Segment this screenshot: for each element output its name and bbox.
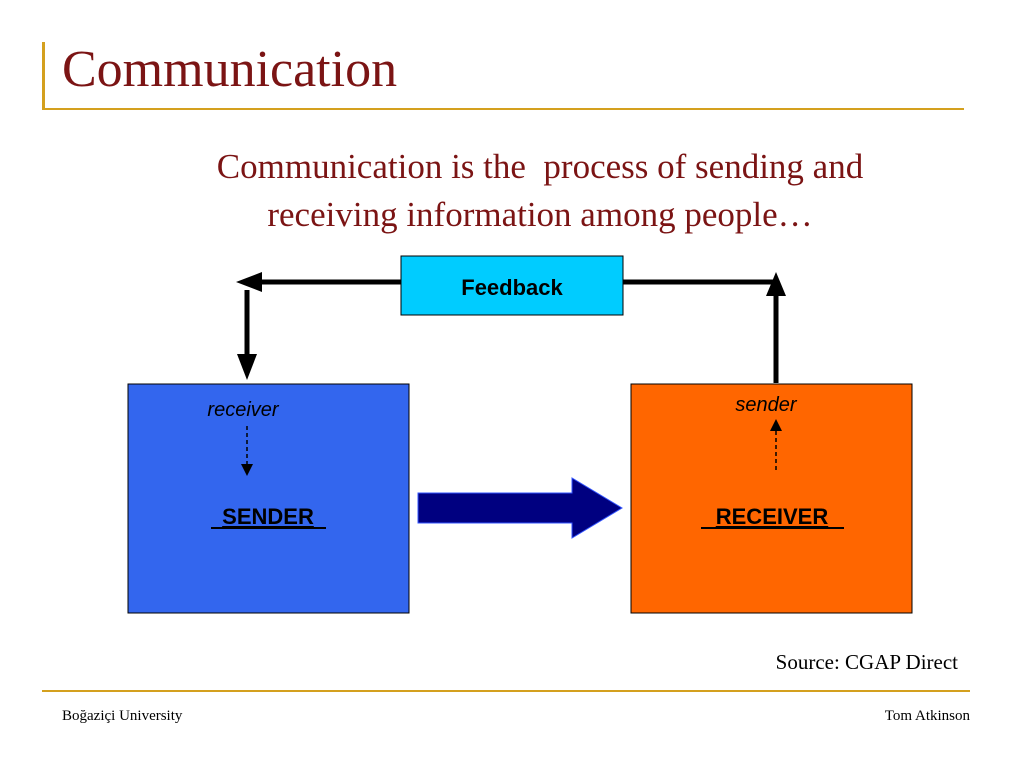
subtitle-line-2: receiving information among people… <box>267 195 813 234</box>
receiver-box <box>630 383 913 614</box>
subtitle-line-1: Communication is the process of sending … <box>216 147 864 186</box>
feedback-label: Feedback <box>461 275 563 300</box>
title-underline-rule <box>42 108 964 110</box>
feedback-arrowhead-left <box>236 272 262 292</box>
sender-box <box>127 383 410 614</box>
footer-rule <box>42 690 970 692</box>
source-citation: Source: CGAP Direct <box>775 650 958 674</box>
sender-role-note: receiver <box>207 399 279 421</box>
sender-label: SENDER <box>222 504 314 529</box>
feedback-arrowhead-down <box>237 354 257 380</box>
receiver-label: RECEIVER <box>716 504 829 529</box>
slide-subtitle: Communication is the process of sending … <box>110 143 970 239</box>
footer-author: Tom Atkinson <box>884 708 970 724</box>
slide-title: Communication <box>62 41 398 98</box>
feedback-box <box>400 255 624 316</box>
footer-institution: Boğaziçi University <box>62 708 183 724</box>
receiver-role-note: sender <box>735 394 797 416</box>
message-arrow <box>417 477 623 539</box>
title-accent-bar <box>42 42 45 108</box>
